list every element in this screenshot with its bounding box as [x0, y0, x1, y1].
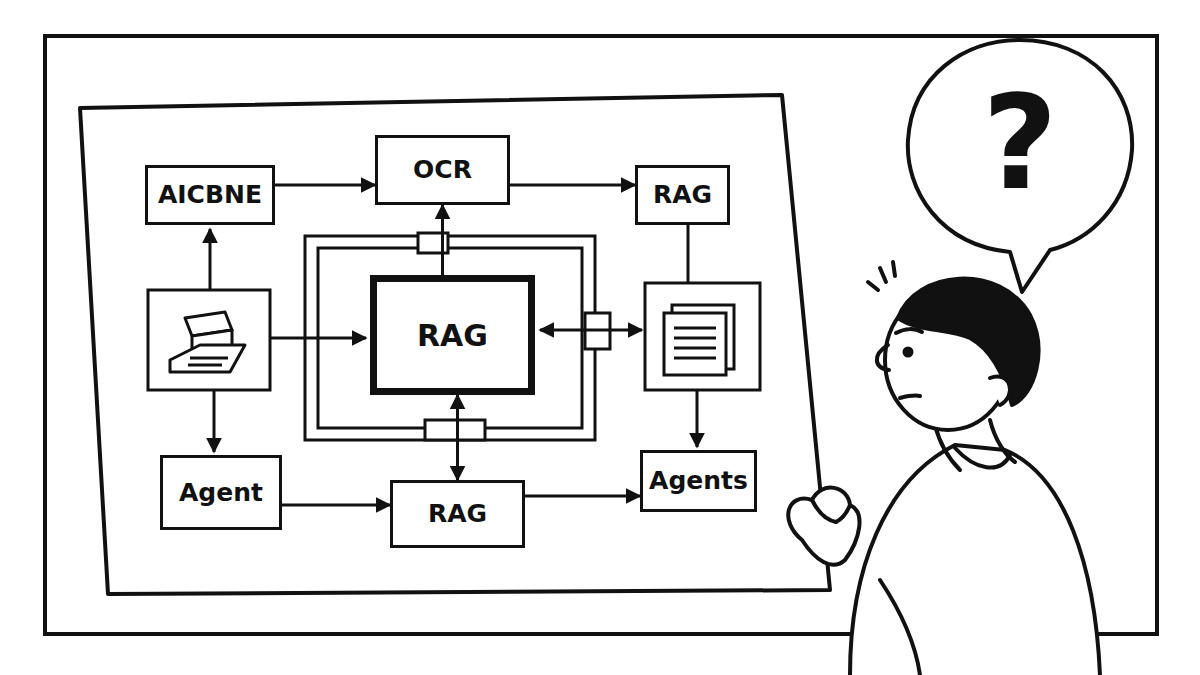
box-label: RAG [653, 181, 712, 209]
arrow-connector [525, 495, 640, 498]
process-box: AICBNE [145, 165, 275, 225]
arrow-connector [441, 205, 444, 275]
connector-block [418, 233, 448, 253]
box-label: AICBNE [158, 181, 262, 209]
arrow-connector [510, 184, 635, 187]
question-mark: ? [965, 78, 1075, 208]
arrow-connector [282, 504, 390, 507]
box-label: OCR [413, 156, 472, 184]
arrow-connector [456, 395, 459, 480]
process-box: OCR [375, 135, 510, 205]
process-box: Agent [160, 455, 282, 530]
connector-block [425, 420, 485, 440]
box-label: Agent [179, 479, 263, 507]
icon-arrows [210, 225, 697, 452]
sheet [80, 95, 830, 594]
arrow-connector [275, 184, 375, 187]
central-box: RAG [370, 275, 535, 395]
icon-box [645, 283, 760, 390]
printer-icon [170, 312, 245, 372]
box-label: RAG [417, 319, 488, 352]
speech-bubble [908, 40, 1132, 292]
icon-box [148, 290, 270, 390]
box-label: Agents [649, 467, 748, 495]
document-icon [664, 305, 734, 375]
process-box: Agents [640, 450, 757, 512]
confused-person [788, 262, 1100, 675]
process-box: RAG [635, 165, 730, 225]
box-label: RAG [428, 500, 487, 528]
process-box: RAG [390, 480, 525, 548]
